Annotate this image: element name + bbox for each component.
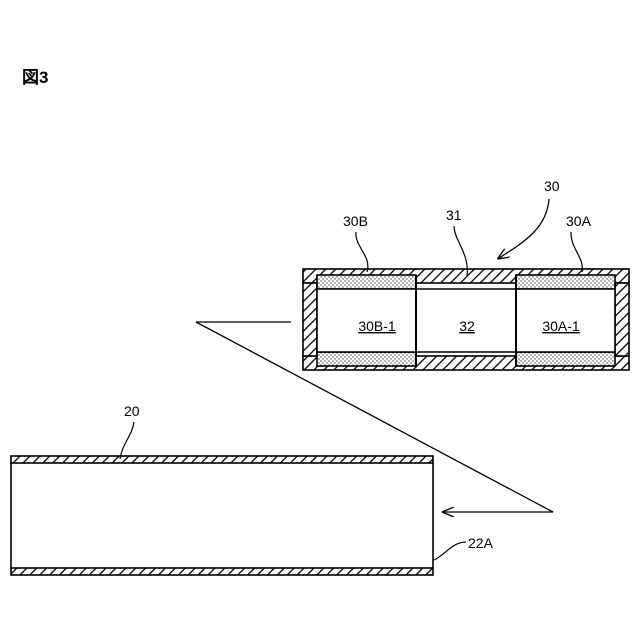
sleeve-wall-left xyxy=(303,283,317,356)
tube-wall-bottom xyxy=(11,568,433,575)
sleeve-wall-right xyxy=(615,283,629,356)
layer-30a-bottom xyxy=(516,352,615,366)
label-30a-1: 30A-1 xyxy=(542,318,580,334)
label-30b: 30B xyxy=(343,213,368,229)
connector-assembly: 30B-1 32 30A-1 xyxy=(303,269,629,370)
label-22a: 22A xyxy=(468,535,494,551)
layer-30b-top xyxy=(317,275,416,289)
label-20: 20 xyxy=(124,403,140,419)
leader-22a xyxy=(434,542,466,560)
leader-30b xyxy=(356,232,368,272)
label-30a: 30A xyxy=(566,213,592,229)
leader-20 xyxy=(120,422,134,459)
tube-20 xyxy=(11,456,433,575)
layer-30a-top xyxy=(516,275,615,289)
label-30b-1: 30B-1 xyxy=(358,318,396,334)
label-31: 31 xyxy=(446,207,462,223)
arrow-30 xyxy=(499,199,549,258)
label-30: 30 xyxy=(544,178,560,194)
layer-30b-bottom xyxy=(317,352,416,366)
tube-wall-top xyxy=(11,456,433,463)
leader-30a xyxy=(571,232,582,272)
label-32: 32 xyxy=(459,318,475,334)
